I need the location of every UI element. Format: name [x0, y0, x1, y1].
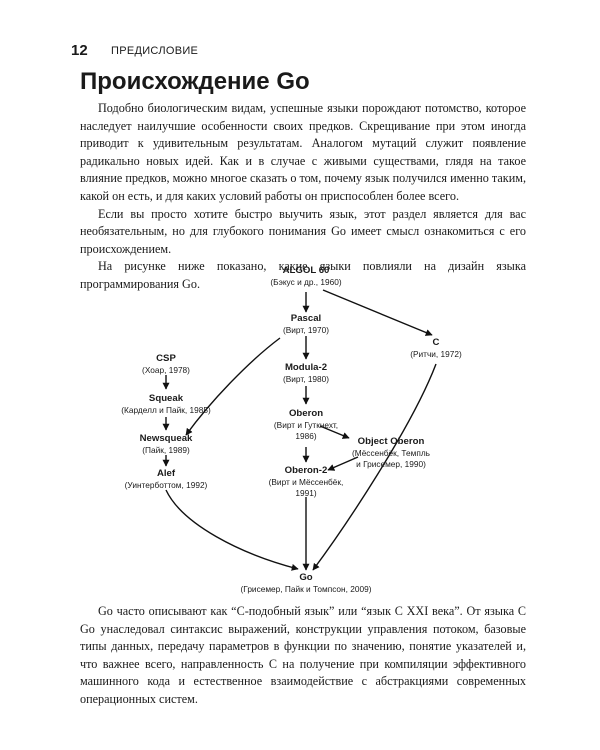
node-pascal: Pascal (Вирт, 1970) — [282, 313, 330, 335]
section-title: Происхождение Go — [80, 68, 310, 95]
node-oberon2: Oberon-2 (Вирт и Мёссенбёк, 1991) — [268, 465, 344, 498]
node-newsqueak: Newsqueak (Пайк, 1989) — [139, 433, 193, 455]
node-go: Go (Грисемер, Пайк и Томпсон, 2009) — [240, 572, 372, 594]
intro-text: Подобно биологическим видам, успешные яз… — [80, 100, 526, 294]
outro-text: Go часто описывают как “C-подобный язык”… — [80, 603, 526, 709]
edge-alef-go — [165, 489, 299, 571]
page-number: 12 — [71, 42, 88, 59]
running-head: ПРЕДИСЛОВИЕ — [111, 45, 199, 57]
edge-objectoberon-oberon2 — [327, 456, 359, 471]
diagram-edges — [162, 289, 437, 571]
edge-pascal-newsqueak — [185, 337, 281, 436]
page-header: 12 ПРЕДИСЛОВИЕ — [71, 40, 531, 62]
paragraph: Если вы просто хотите быстро выучить язы… — [80, 206, 526, 256]
node-object-oberon: Object Oberon (Мёссенбёк, Темпль и Грисе… — [352, 436, 430, 469]
node-oberon: Oberon (Вирт и Гуткнехт, 1986) — [273, 408, 339, 441]
paragraph: На рисунке ниже показано, какие языки по… — [80, 259, 526, 291]
paragraph: Подобно биологическим видам, успешные яз… — [80, 101, 526, 203]
node-alef: Alef (Уинтерботтом, 1992) — [124, 468, 208, 490]
node-algol60: ALGOL 60 (Бэкус и др., 1960) — [270, 265, 342, 287]
edge-algol-c — [322, 289, 433, 336]
node-modula2: Modula-2 (Вирт, 1980) — [282, 362, 330, 384]
edge-c-go — [312, 363, 437, 571]
node-squeak: Squeak (Карделл и Пайк, 1985) — [121, 393, 211, 415]
paragraph: Go часто описывают как “C-подобный язык”… — [80, 604, 526, 706]
genealogy-diagram: ALGOL 60 (Бэкус и др., 1960) Pascal (Вир… — [0, 262, 600, 597]
node-c: C (Ритчи, 1972) — [410, 337, 462, 359]
edge-oberon-objectoberon — [319, 425, 350, 439]
node-csp: CSP (Хоар, 1978) — [142, 353, 190, 375]
